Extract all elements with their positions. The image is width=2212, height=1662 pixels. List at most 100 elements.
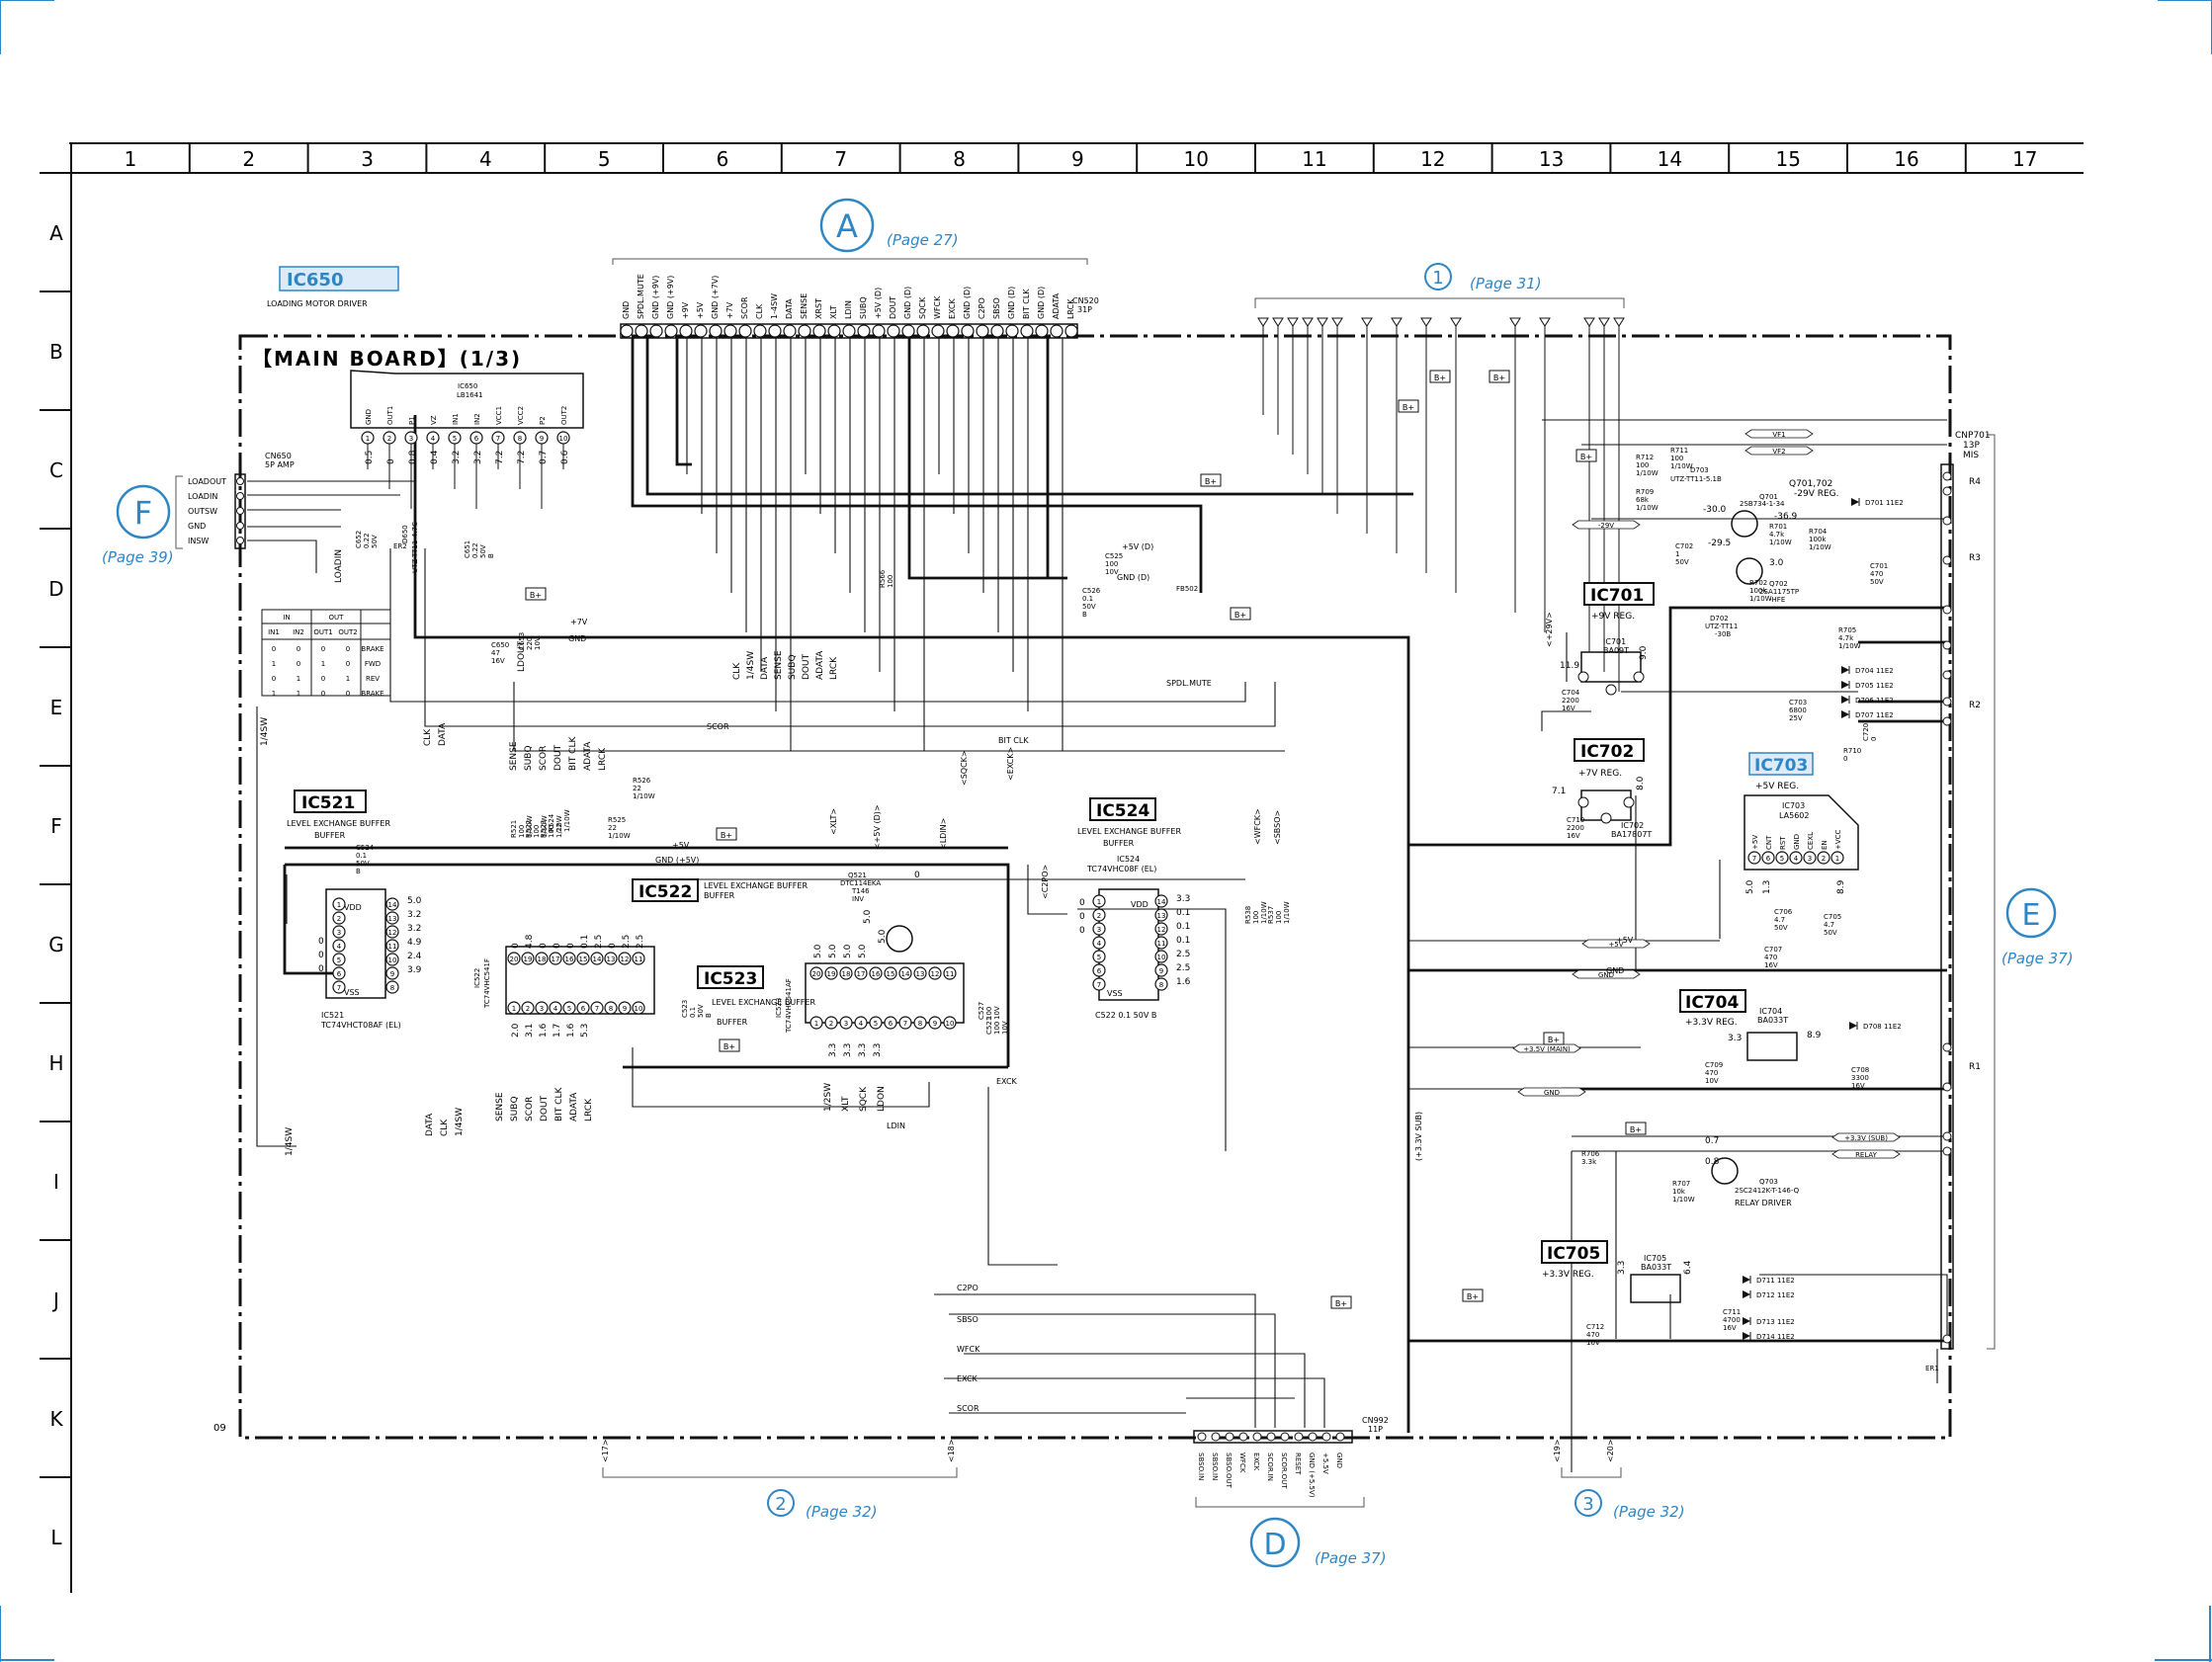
- svg-text:UTZ-TT11-5.1B: UTZ-TT11-5.1B: [1670, 475, 1722, 483]
- cn520-pin-17: [827, 324, 841, 338]
- ic524-pin-right: [1154, 950, 1168, 963]
- grid-row-A: A: [49, 221, 63, 245]
- svg-text:WFCK: WFCK: [957, 1345, 980, 1354]
- svg-text:LB1641: LB1641: [457, 391, 483, 399]
- passive-c708: C708: [1851, 1066, 1869, 1074]
- bus-arrow: [1317, 317, 1328, 327]
- ic522-voltage: 2.5: [594, 935, 604, 949]
- ic703-pin-name: +5V: [1751, 835, 1759, 850]
- cn992-signal-0: SBSO.IN: [1197, 1453, 1205, 1480]
- svg-text:31P: 31P: [1077, 305, 1092, 314]
- cn520-down-wire-label: SENSE: [774, 650, 784, 680]
- ic524-voltage: 1.6: [1176, 977, 1191, 987]
- passive-c527: 100: [985, 1007, 993, 1020]
- ic524-voltage: 2.5: [1176, 950, 1190, 959]
- ic522-bottom-wire-label: SUBQ: [510, 1096, 520, 1122]
- passive-r538: 100: [1252, 911, 1260, 924]
- svg-text:IC703: IC703: [1782, 801, 1805, 810]
- svg-text:INV: INV: [852, 895, 864, 903]
- svg-text:-30B: -30B: [1715, 630, 1731, 638]
- grid-col-17: 17: [2012, 147, 2037, 171]
- pin-number: 9: [540, 435, 544, 443]
- passive-r704: 100k: [1809, 536, 1827, 543]
- truth-table-cell: 0: [346, 690, 350, 698]
- ic650-voltage: 7.2: [495, 451, 505, 464]
- ic522-voltage: 4.8: [525, 934, 535, 949]
- bplus-marker: [1230, 607, 1251, 621]
- cn520-pin-31: [620, 324, 634, 338]
- ic522-pin-bottom: [632, 1001, 645, 1015]
- pin-number: 3: [337, 929, 341, 937]
- passive-c525: 10V: [1105, 568, 1119, 576]
- bplus-marker: [719, 1039, 740, 1052]
- bplus-text: B+: [721, 831, 732, 840]
- cnp701-pin: [1942, 1082, 1952, 1092]
- bplus-marker: [1543, 1032, 1565, 1045]
- ic703-pin-name: +VCC: [1834, 829, 1842, 850]
- passive-c712: C712: [1586, 1323, 1604, 1331]
- passive-c652: 0.22: [363, 533, 371, 548]
- truth-table-cell: 0: [297, 660, 300, 668]
- truth-table-cell: 0: [346, 645, 350, 653]
- ic524-voltage: 0.1: [1176, 936, 1190, 946]
- passive-r709: R709: [1636, 488, 1654, 496]
- cn520-signal-5: +5V: [696, 301, 705, 319]
- passive-c650: C650: [491, 641, 509, 649]
- bus-arrow: [1583, 317, 1595, 327]
- svg-text:BIT CLK: BIT CLK: [998, 736, 1029, 745]
- ic522-top-wire-label: LRCK: [598, 747, 608, 771]
- pin-number: 4: [337, 943, 342, 951]
- ic521-pin-right: [385, 925, 399, 939]
- q703: Q703 2SC2412K-T-146-Q RELAY DRIVER 0.7 0…: [1705, 1136, 1800, 1207]
- cnp701-signal-8: RELAY: [1855, 1151, 1878, 1159]
- pin-number: 3: [540, 1005, 544, 1013]
- svg-text:(Page 39): (Page 39): [102, 548, 174, 566]
- pin-number: 1: [366, 435, 370, 443]
- svg-text:Q701,702: Q701,702: [1789, 479, 1832, 489]
- ic650-voltage: 0.7: [539, 451, 549, 464]
- passive-c652: C652: [355, 531, 363, 548]
- cn520-signal-10: 1-4SW: [770, 293, 779, 319]
- cn992-pin: [1321, 1432, 1331, 1442]
- truth-table-cell: 1: [346, 675, 350, 683]
- passive-r702: 100k: [1749, 587, 1767, 595]
- ic521-pin-left: [332, 939, 346, 953]
- ic522-voltage: 1.6: [539, 1023, 549, 1038]
- ic524-voltage: 0.1: [1176, 922, 1190, 932]
- cnp701-signal-tag: [1581, 939, 1651, 949]
- passive-r525: 1/10W: [608, 832, 631, 840]
- svg-text:+7V REG.: +7V REG.: [1578, 769, 1622, 779]
- passive-c709: C709: [1705, 1061, 1723, 1069]
- pin-number: 4: [859, 1020, 864, 1028]
- ic521-pin-left: [332, 953, 346, 966]
- truth-table-cell: 0: [272, 645, 276, 653]
- ic521-voltage: 3.9: [407, 965, 422, 975]
- grid-frame: [40, 142, 2084, 1593]
- svg-text:EXCK: EXCK: [957, 1374, 978, 1383]
- cn520-signal-29: ADATA: [1052, 292, 1061, 319]
- ic523-pin-top: [884, 966, 897, 980]
- grid-row-H: H: [48, 1051, 63, 1075]
- ic703-pin-name: GND: [1793, 834, 1801, 850]
- ic703-pin: [1803, 851, 1817, 865]
- grid-row-L: L: [50, 1526, 62, 1549]
- bplus-text: B+: [723, 1042, 735, 1051]
- grid-row-D: D: [48, 577, 63, 601]
- grid-col-3: 3: [361, 147, 374, 171]
- arrow-label: <LDIN>: [939, 818, 948, 850]
- svg-text:BUFFER: BUFFER: [314, 831, 346, 840]
- svg-text:(+3.3V SUB): (+3.3V SUB): [1414, 1112, 1423, 1161]
- grid-col-16: 16: [1894, 147, 1918, 171]
- passive-r712: 100: [1636, 461, 1649, 469]
- ic524-voltage: 0.1: [1176, 908, 1190, 918]
- svg-text:+5V (D): +5V (D): [1122, 542, 1153, 551]
- svg-text:BA033T: BA033T: [1757, 1016, 1788, 1025]
- bplus-text: B+: [1493, 374, 1505, 382]
- diode-label-d705: D705 11E2: [1855, 682, 1894, 690]
- cn520-signal-0: GND: [622, 301, 631, 319]
- connector-2: 2 (Page 32): [602, 1467, 958, 1521]
- passive-c650: 16V: [491, 657, 505, 665]
- ic650-voltage: 3.2: [452, 451, 462, 464]
- passive-c523: 0.1: [689, 1007, 697, 1018]
